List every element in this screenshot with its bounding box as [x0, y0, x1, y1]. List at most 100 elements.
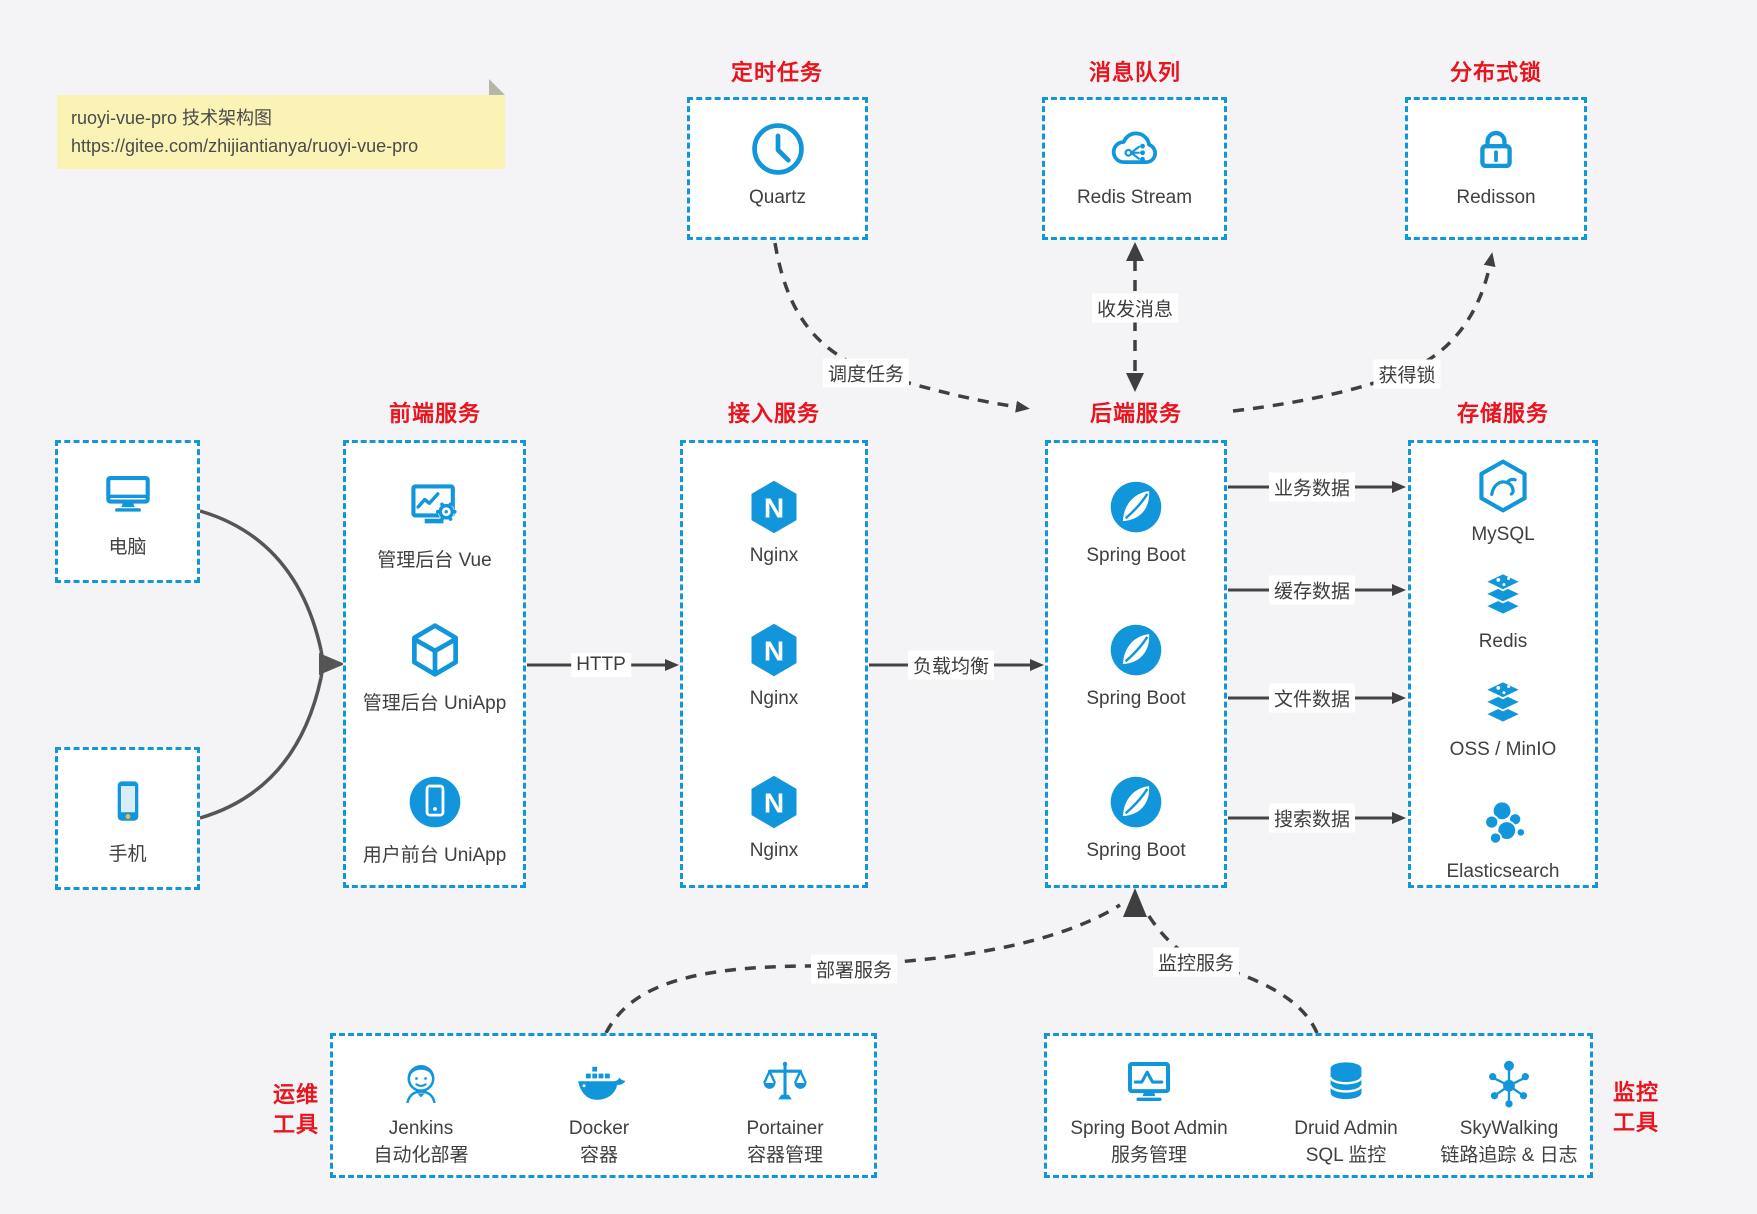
edge-label-business-data: 业务数据	[1268, 472, 1356, 502]
group-box-scheduled-tasks: Quartz	[687, 97, 868, 240]
edge-acquire-lock-curve	[1232, 252, 1496, 413]
lock-icon	[1466, 119, 1526, 179]
node-admin-uniapp[interactable]: 管理后台 UniApp	[346, 619, 523, 715]
group-box-monitor-tools: Spring Boot Admin 服务管理 Druid Admin SQL 监…	[1044, 1033, 1593, 1178]
device-box-phone: 手机	[55, 747, 200, 890]
group-box-frontend: 管理后台 Vue 管理后台 UniApp 用户前台 UniApp	[343, 440, 526, 888]
docker-icon	[570, 1054, 628, 1112]
node-name: SkyWalking	[1459, 1118, 1559, 1139]
node-label: Spring Boot	[1086, 688, 1186, 709]
edge-label-search-data: 搜索数据	[1268, 803, 1356, 833]
edge-label-send-receive-message: 收发消息	[1091, 293, 1179, 323]
node-admin-vue[interactable]: 管理后台 Vue	[346, 476, 523, 572]
topology-icon	[1480, 1054, 1538, 1112]
mysql-icon	[1473, 456, 1533, 516]
node-druid-admin[interactable]: Druid Admin SQL 监控	[1236, 1054, 1456, 1167]
ops-title-line1: 运维	[272, 1082, 320, 1107]
edge-monitor-service-curve	[1145, 912, 1319, 1034]
edge-schedule-task-curve	[773, 242, 1030, 413]
admin-monitor-icon	[1120, 1054, 1178, 1112]
node-label: Nginx	[749, 688, 799, 709]
elasticsearch-icon	[1473, 793, 1533, 853]
note-fold-corner	[489, 79, 505, 95]
node-name: Spring Boot Admin	[1070, 1118, 1228, 1139]
node-quartz[interactable]: Quartz	[690, 118, 865, 209]
node-elasticsearch[interactable]: Elasticsearch	[1411, 792, 1595, 883]
edge-phone-to-frontend	[199, 677, 323, 820]
node-springboot-2[interactable]: Spring Boot	[1048, 619, 1224, 710]
node-docker[interactable]: Docker 容器	[489, 1054, 709, 1167]
group-title-scheduled-tasks: 定时任务	[730, 60, 824, 85]
group-title-message-queue: 消息队列	[1088, 60, 1182, 85]
edge-label-cache-data: 缓存数据	[1268, 575, 1356, 605]
node-label: Redis	[1478, 631, 1528, 652]
node-subtitle: 自动化部署	[373, 1145, 469, 1166]
sticky-note: ruoyi-vue-pro 技术架构图 https://gitee.com/zh…	[57, 79, 505, 169]
group-box-backend: Spring Boot Spring Boot Spring Boot	[1045, 440, 1227, 888]
arrowhead-message-down	[1126, 373, 1144, 392]
node-name: Druid Admin	[1294, 1118, 1398, 1139]
node-nginx-1[interactable]: Nginx	[683, 476, 865, 567]
node-redis[interactable]: Redis	[1411, 562, 1595, 653]
spring-icon	[1106, 772, 1166, 832]
note-url[interactable]: https://gitee.com/zhijiantianya/ruoyi-vu…	[71, 136, 419, 156]
node-label: Redisson	[1456, 187, 1536, 208]
node-subtitle: 容器管理	[746, 1145, 823, 1166]
node-springboot-1[interactable]: Spring Boot	[1048, 476, 1224, 567]
group-title-monitor-tools: 监控 工具	[1613, 1078, 1659, 1138]
node-skywalking[interactable]: SkyWalking 链路追踪 & 日志	[1399, 1054, 1619, 1167]
node-subtitle: 链路追踪 & 日志	[1440, 1145, 1578, 1166]
group-box-ops-tools: Jenkins 自动化部署 Docker 容器 Portainer 容器管理	[330, 1033, 877, 1178]
smartphone-icon	[98, 771, 158, 831]
ops-title-line2: 工具	[272, 1112, 320, 1137]
node-portainer[interactable]: Portainer 容器管理	[675, 1054, 895, 1167]
node-nginx-2[interactable]: Nginx	[683, 619, 865, 710]
desktop-icon	[98, 464, 158, 524]
mobile-app-icon	[405, 772, 465, 832]
edge-label-load-balance: 负载均衡	[907, 650, 995, 680]
group-box-message-queue: Redis Stream	[1042, 97, 1227, 240]
node-name: Portainer	[746, 1118, 824, 1139]
node-subtitle: SQL 监控	[1305, 1145, 1387, 1166]
node-label: OSS / MinIO	[1449, 739, 1557, 760]
node-label: Elasticsearch	[1446, 861, 1560, 882]
node-subtitle: 容器	[579, 1145, 618, 1166]
node-redisson[interactable]: Redisson	[1408, 118, 1584, 209]
node-nginx-3[interactable]: Nginx	[683, 771, 865, 862]
node-mysql[interactable]: MySQL	[1411, 455, 1595, 546]
nginx-icon	[744, 620, 804, 680]
node-label: Redis Stream	[1076, 187, 1193, 208]
nginx-icon	[744, 772, 804, 832]
node-label: 用户前台 UniApp	[362, 845, 507, 866]
admin-vue-icon	[405, 477, 465, 537]
node-label: 手机	[108, 844, 147, 865]
group-title-access: 接入服务	[727, 401, 821, 426]
node-phone[interactable]: 手机	[58, 770, 197, 866]
group-title-distributed-lock: 分布式锁	[1449, 60, 1543, 85]
edge-pc-to-frontend	[199, 509, 323, 651]
portainer-icon	[756, 1054, 814, 1112]
node-jenkins[interactable]: Jenkins 自动化部署	[311, 1054, 531, 1167]
node-label: MySQL	[1471, 524, 1535, 545]
node-pc[interactable]: 电脑	[58, 463, 197, 559]
node-springboot-3[interactable]: Spring Boot	[1048, 771, 1224, 862]
spring-icon	[1106, 477, 1166, 537]
node-springboot-admin[interactable]: Spring Boot Admin 服务管理	[1039, 1054, 1259, 1167]
node-label: Spring Boot	[1086, 840, 1186, 861]
cube-icon	[405, 620, 465, 680]
database-icon	[1317, 1054, 1375, 1112]
spring-icon	[1106, 620, 1166, 680]
group-title-backend: 后端服务	[1089, 401, 1183, 426]
group-title-storage: 存储服务	[1456, 401, 1550, 426]
redis-stack-icon	[1473, 671, 1533, 731]
note-title: ruoyi-vue-pro 技术架构图	[71, 108, 273, 128]
group-title-frontend: 前端服务	[388, 401, 482, 426]
node-user-uniapp[interactable]: 用户前台 UniApp	[346, 771, 523, 867]
node-oss-minio[interactable]: OSS / MinIO	[1411, 670, 1595, 761]
node-redis-stream[interactable]: Redis Stream	[1045, 118, 1224, 209]
node-name: Jenkins	[388, 1118, 454, 1139]
group-title-ops-tools: 运维 工具	[273, 1080, 319, 1140]
node-label: Spring Boot	[1086, 545, 1186, 566]
node-name: Docker	[568, 1118, 630, 1139]
monitor-title-line1: 监控	[1612, 1080, 1660, 1105]
